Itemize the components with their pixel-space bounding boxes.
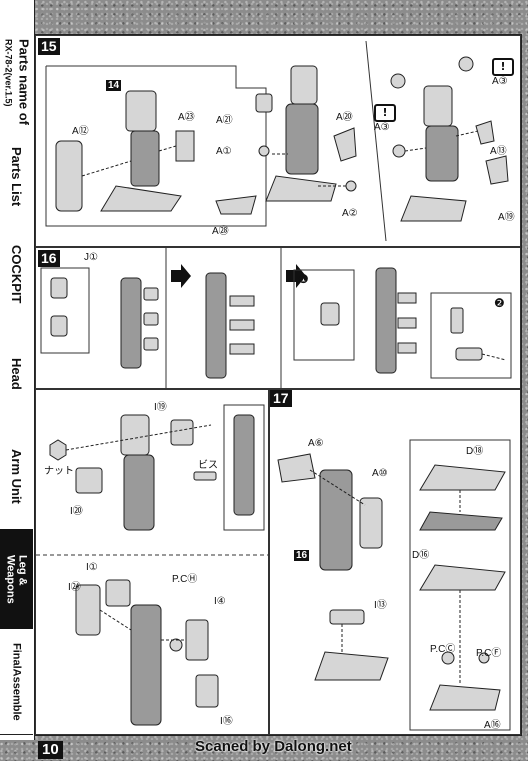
label-i19: I⑲ xyxy=(154,402,167,413)
ankle-part xyxy=(255,93,273,113)
page-number: 10 xyxy=(38,741,63,759)
step-15-number: 15 xyxy=(38,38,60,55)
step-16-lower-drawing xyxy=(36,404,268,726)
step-17-drawing xyxy=(277,439,511,731)
tab-parts-name-sub: RX-78-2(ver.1.5) xyxy=(3,38,14,107)
label-pcf: P.CⒻ xyxy=(476,648,502,659)
label-i1: I① xyxy=(86,562,98,573)
label-a13: A⑬ xyxy=(490,146,507,157)
step-15-panel: 15 xyxy=(35,35,521,247)
screw-part xyxy=(193,471,217,481)
knee-armor-part xyxy=(277,453,316,483)
step-15-marker: 14 xyxy=(106,80,122,91)
label-a3-left: A③ xyxy=(374,122,390,133)
label-d16: D⑯ xyxy=(412,550,430,561)
tab-cockpit[interactable]: COCKPIT xyxy=(0,224,33,325)
circle-step-1: ❶ xyxy=(298,272,309,286)
instruction-page: 15 xyxy=(34,34,522,736)
tab-cockpit-label: COCKPIT xyxy=(9,244,24,304)
label-a12: A⑫ xyxy=(72,126,89,137)
step-16-lower-panel: I⑲ ナット ビス I⑳ I① I㉔ P.CⒽ I④ I⑯ xyxy=(35,389,269,735)
label-a6: A⑥ xyxy=(308,438,324,449)
step-16-number: 16 xyxy=(38,250,60,267)
label-a1: A① xyxy=(216,146,232,157)
label-i13: I⑬ xyxy=(374,600,387,611)
label-a21: A㉑ xyxy=(216,115,233,126)
tab-parts-list[interactable]: Parts List xyxy=(0,129,33,225)
tab-final-assemble-label: FinalAssemble xyxy=(10,642,23,721)
warning-mark-1: ! xyxy=(374,104,396,122)
label-i24: I㉔ xyxy=(68,582,81,593)
circle-step-2: ❷ xyxy=(494,296,505,310)
warning-mark-2: ! xyxy=(492,58,514,76)
label-i20: I⑳ xyxy=(70,506,83,517)
step-17-number: 17 xyxy=(270,390,292,407)
tab-head-label: Head xyxy=(9,358,24,390)
label-a20: A⑳ xyxy=(336,112,353,123)
tab-weapons-label: Weapons xyxy=(4,554,17,604)
label-a28: A㉘ xyxy=(212,226,229,237)
label-pcc: P.CⒸ xyxy=(430,644,456,655)
label-a10: A⑩ xyxy=(372,468,388,479)
tab-leg-label: Leg & xyxy=(16,554,29,586)
label-j1: J① xyxy=(84,252,98,263)
step-17-marker: 16 xyxy=(294,550,310,561)
shin-armor-part xyxy=(55,140,83,212)
tab-parts-name-label: Parts name of xyxy=(16,38,32,125)
step-16-drawing xyxy=(40,248,512,388)
leg-side-armor xyxy=(359,497,383,549)
step-16-panel: 16 J① ❶ xyxy=(35,247,521,389)
step-15-drawing xyxy=(45,40,509,242)
step-17-panel: 17 A⑥ A⑩ 16 I⑬ D⑱ D⑯ P.CⒸ P.CⒻ A⑯ xyxy=(269,389,521,735)
tab-arm-unit-label: Arm Unit xyxy=(9,449,24,504)
scan-credit: Scaned by Dalong.net xyxy=(195,738,352,755)
label-i16: I⑯ xyxy=(220,716,233,727)
tab-head[interactable]: Head xyxy=(0,324,33,425)
label-screw: ビス xyxy=(198,460,218,471)
label-a3-right: A③ xyxy=(492,76,508,87)
label-a23: A㉓ xyxy=(178,112,195,123)
label-a16: A⑯ xyxy=(484,720,501,731)
tab-leg-weapons[interactable]: Leg &Weapons xyxy=(0,529,33,630)
label-i4: I④ xyxy=(214,596,226,607)
label-a19: A⑲ xyxy=(498,212,515,223)
tab-parts-list-label: Parts List xyxy=(9,146,24,207)
tab-arm-unit[interactable]: Arm Unit xyxy=(0,424,33,530)
label-pch: P.CⒽ xyxy=(172,574,198,585)
label-nut: ナット xyxy=(44,466,74,477)
label-a2: A② xyxy=(342,208,358,219)
nut-part xyxy=(49,439,67,461)
label-d18: D⑱ xyxy=(466,446,484,457)
knee-part xyxy=(175,130,195,162)
tab-final-assemble[interactable]: FinalAssemble xyxy=(0,629,33,735)
